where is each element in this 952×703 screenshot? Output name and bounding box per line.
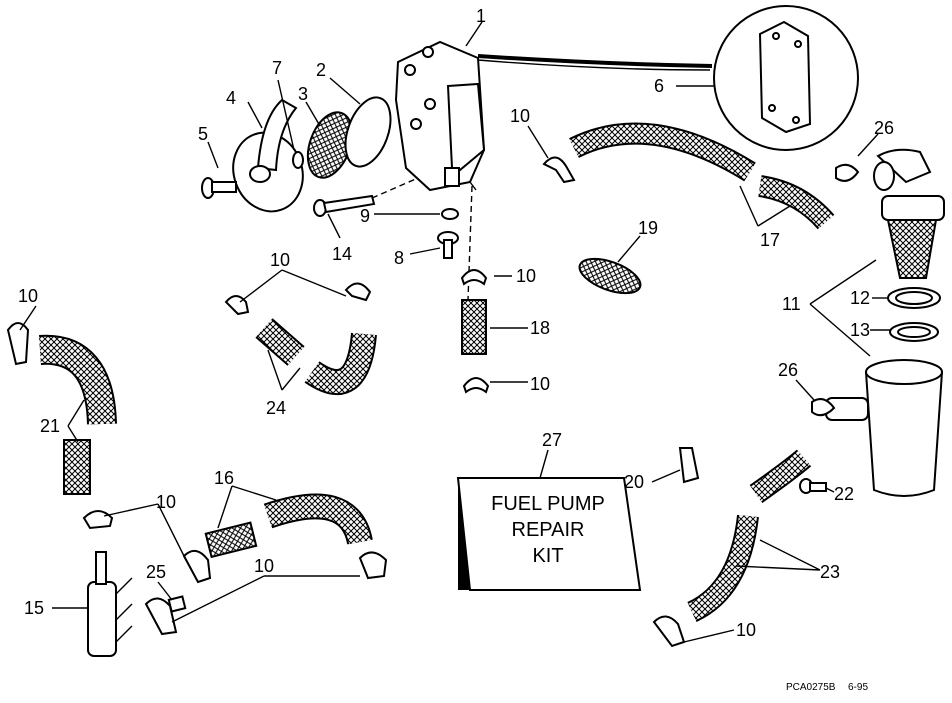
- callout-3: 3: [298, 84, 308, 104]
- callout-10-low: 10: [530, 374, 550, 394]
- callout-19: 19: [638, 218, 658, 238]
- callout-14: 14: [332, 244, 352, 264]
- hose-24: [255, 318, 377, 395]
- kit-label-line1: FUEL PUMP: [491, 493, 605, 515]
- figure-code: PCA0275B: [786, 682, 836, 693]
- long-screw: [313, 194, 376, 217]
- callout-18: 18: [530, 318, 550, 338]
- callout-10-bottom: 10: [254, 556, 274, 576]
- callout-4: 4: [226, 88, 236, 108]
- o-ring-small: [292, 151, 304, 169]
- callout-23: 23: [820, 562, 840, 582]
- washer: [441, 208, 459, 220]
- bracket-screw: [799, 478, 827, 494]
- fitting-15: [87, 551, 187, 657]
- kit-label-line2: REPAIR: [512, 519, 585, 541]
- hose-21: [39, 334, 117, 495]
- callout-5: 5: [198, 124, 208, 144]
- leader-lines: [19, 21, 890, 643]
- filter-assembly: [811, 148, 945, 497]
- callout-10-right: 10: [736, 620, 756, 640]
- hose-17: [569, 122, 835, 230]
- cover-screw: [201, 177, 237, 199]
- callout-20: 20: [624, 472, 644, 492]
- callout-10-mid: 10: [516, 266, 536, 286]
- gasket-detail-inset: [713, 5, 859, 151]
- o-ring-large: [344, 96, 392, 168]
- callout-10-top: 10: [510, 106, 530, 126]
- callout-numbers: 1 2 3 4 5 6 7 8 9 10 10 10 10 10 10 10 1…: [18, 6, 894, 640]
- hose-23: [687, 449, 812, 622]
- callout-15: 15: [24, 598, 44, 618]
- bracket: [678, 447, 700, 484]
- callout-7: 7: [272, 58, 282, 78]
- callout-22: 22: [834, 484, 854, 504]
- kit-label-line3: KIT: [532, 545, 563, 567]
- callout-10-pair: 10: [270, 250, 290, 270]
- callout-6: 6: [654, 76, 664, 96]
- callout-27: 27: [542, 430, 562, 450]
- hose-clamps: [6, 156, 686, 648]
- callout-17: 17: [760, 230, 780, 250]
- repair-kit-box: FUEL PUMP REPAIR KIT: [456, 477, 642, 591]
- callout-16: 16: [214, 468, 234, 488]
- callout-26-upper: 26: [874, 118, 894, 138]
- callout-26-lower: 26: [778, 360, 798, 380]
- callout-13: 13: [850, 320, 870, 340]
- hose-16: [204, 493, 373, 559]
- callout-8: 8: [394, 248, 404, 268]
- filter-element: [578, 257, 642, 295]
- callout-24: 24: [266, 398, 286, 418]
- fuel-pump-body: [394, 40, 713, 192]
- fitting: [437, 231, 459, 259]
- callout-25: 25: [146, 562, 166, 582]
- callout-10-left: 10: [18, 286, 38, 306]
- filter-hose: [461, 299, 487, 355]
- callout-11: 11: [782, 294, 801, 314]
- figure-date: 6-95: [848, 682, 868, 693]
- callout-21: 21: [40, 416, 60, 436]
- callout-1: 1: [476, 6, 486, 26]
- callout-2: 2: [316, 60, 326, 80]
- callout-10-center-left: 10: [156, 492, 176, 512]
- callout-9: 9: [360, 206, 370, 226]
- callout-12: 12: [850, 288, 870, 308]
